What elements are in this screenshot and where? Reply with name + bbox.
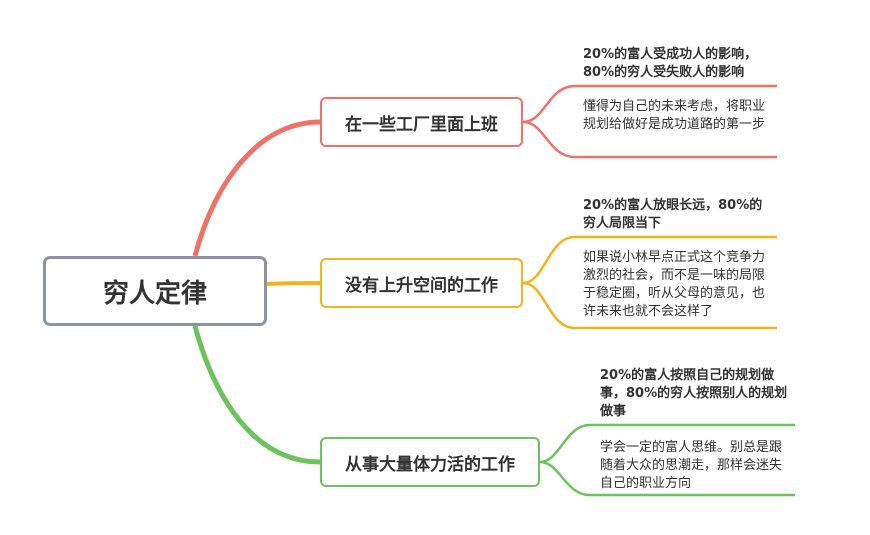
root-topic[interactable]: 穷人定律	[43, 256, 267, 326]
leaf-line-2-1	[522, 235, 777, 285]
branch-line-2	[266, 281, 321, 286]
leaf-2-1[interactable]: 20%的富人放眼长远，80%的穷人局限当下	[583, 198, 763, 231]
leaf-line-2-2	[522, 281, 777, 330]
leaf-line-3-2	[539, 460, 795, 497]
leaf-1-1[interactable]: 20%的富人受成功人的影响，80%的穷人受失败人的影响	[583, 47, 758, 80]
branch-line-1	[192, 119, 321, 257]
leaf-2-2[interactable]: 如果说小林早点正式这个竞争力激烈的社会，而不是一味的局限于稳定圈，听从父母的意见…	[583, 250, 766, 319]
branch-line-3	[192, 325, 321, 465]
leaf-line-1-2	[522, 120, 777, 159]
leaf-line-1-1	[522, 84, 777, 124]
topic-no-promotion-work[interactable]: 没有上升空间的工作	[320, 258, 523, 308]
leaf-1-2[interactable]: 懂得为自己的未来考虑，将职业规划给做好是成功道路的第一步	[583, 99, 766, 132]
leaf-3-1[interactable]: 20%的富人按照自己的规划做事，80%的穷人按照别人的规划做事	[600, 368, 788, 419]
leaf-3-2[interactable]: 学会一定的富人思维。别总是跟随着大众的思潮走，那样会迷失自己的职业方向	[600, 440, 783, 491]
topic-manual-labor-work[interactable]: 从事大量体力活的工作	[320, 437, 540, 487]
topic-factory-work[interactable]: 在一些工厂里面上班	[320, 97, 523, 147]
leaf-line-3-1	[539, 423, 795, 464]
